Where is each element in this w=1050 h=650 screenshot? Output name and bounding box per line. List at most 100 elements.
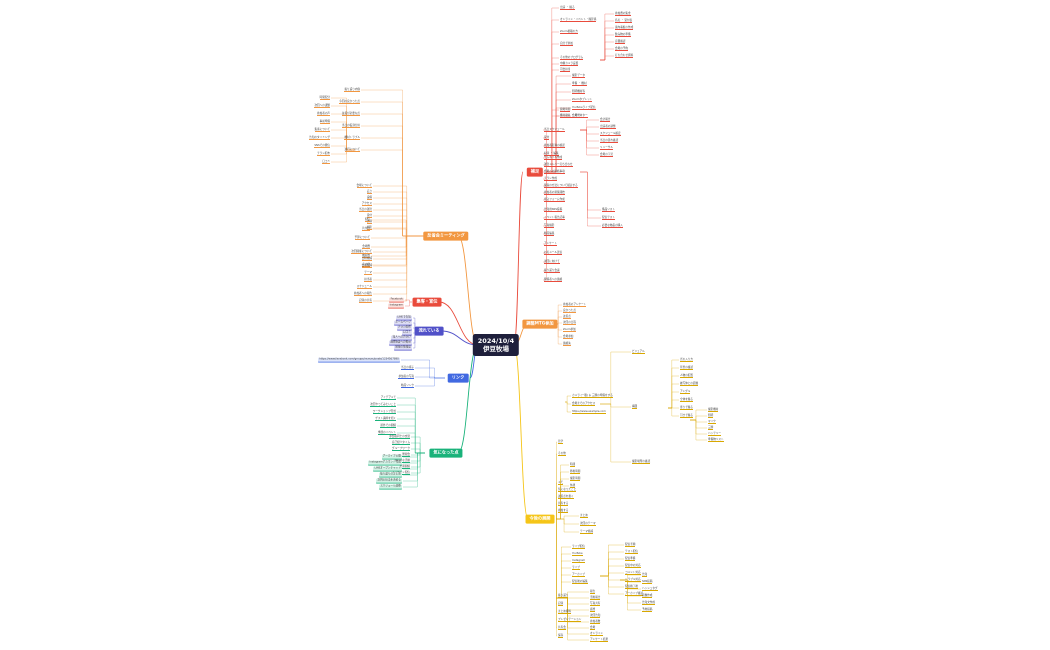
mindmap-node[interactable]: グループワーク xyxy=(391,447,410,451)
mindmap-node[interactable]: YouTube xyxy=(572,552,583,556)
mindmap-node[interactable]: 振り返りのまとめ xyxy=(378,472,402,478)
mindmap-node[interactable]: 飲み物の準備 xyxy=(615,33,631,37)
mindmap-node[interactable]: テーマ候補 xyxy=(580,530,593,534)
mindmap-node[interactable]: 次回のテーマ xyxy=(580,522,596,526)
mindmap-node[interactable]: 配信テスト xyxy=(602,216,615,220)
mindmap-node[interactable]: 撮影データ xyxy=(572,74,585,78)
mindmap-node[interactable]: マイク xyxy=(708,420,716,424)
mindmap-node[interactable]: 自分で参加 xyxy=(560,42,573,46)
mindmap-node[interactable]: 休憩 xyxy=(570,484,576,488)
mindmap-node[interactable]: 参加者数 xyxy=(590,620,601,624)
mindmap-node[interactable]: 集客の方法について検討する xyxy=(544,184,578,188)
mindmap-node[interactable]: 写真撮影 xyxy=(544,224,555,228)
mindmap-node[interactable]: 被写体との距離 xyxy=(680,382,699,386)
mindmap-node[interactable]: 会場候補 xyxy=(361,264,372,268)
mindmap-node[interactable]: 機材費 xyxy=(362,254,370,258)
mindmap-node[interactable]: 準備物リスト xyxy=(708,438,724,442)
mindmap-node[interactable]: YouTubeライブ配信 xyxy=(572,106,596,110)
mindmap-node[interactable]: 振り返り内容 xyxy=(344,88,360,92)
mindmap-node[interactable]: 事前準備 xyxy=(319,120,330,124)
mindmap-node[interactable]: 必要な物品の購入 xyxy=(602,224,623,228)
mindmap-node[interactable]: 季節のイベント xyxy=(377,431,396,435)
mindmap-node[interactable]: 会場費 xyxy=(362,245,370,249)
mindmap-node[interactable]: サムネイル作成 xyxy=(544,156,563,160)
mindmap-node[interactable]: オンライン xyxy=(590,632,603,636)
branch-future[interactable]: 今後の展開 xyxy=(525,514,555,524)
mindmap-node[interactable]: 次回に向けて xyxy=(544,260,560,264)
mindmap-node[interactable]: 撮影 xyxy=(366,226,372,230)
mindmap-node[interactable]: 告知文作成 xyxy=(642,601,655,605)
mindmap-node[interactable]: コメント対応 xyxy=(625,571,641,575)
mindmap-node[interactable]: ビジュアル xyxy=(632,350,645,354)
mindmap-node[interactable]: テーマ xyxy=(364,271,372,275)
mindmap-node[interactable]: 次回告知 xyxy=(590,614,601,618)
mindmap-node[interactable]: 近隣施設への掲示 xyxy=(388,340,412,346)
mindmap-node[interactable]: 会場参加 xyxy=(563,335,574,339)
mindmap-node[interactable]: 共有会 xyxy=(558,626,566,630)
mindmap-node[interactable]: https://www.example.com xyxy=(572,410,606,414)
mindmap-node[interactable]: 動画編集 xyxy=(544,232,555,236)
mindmap-node[interactable]: 会計報告 xyxy=(600,118,611,122)
mindmap-node[interactable]: 配信後の編集 xyxy=(572,580,588,584)
mindmap-node[interactable]: 配信終了後 xyxy=(625,585,638,589)
mindmap-node[interactable]: 継続的な活動 xyxy=(394,459,410,463)
mindmap-node[interactable]: 見学 xyxy=(558,440,564,444)
mindmap-node[interactable]: その他 xyxy=(362,263,370,267)
mindmap-node[interactable]: 打ち合わせ資料 xyxy=(615,54,634,58)
mindmap-node[interactable]: 懇親会 xyxy=(402,453,410,457)
mindmap-node[interactable]: アンケート結果 xyxy=(590,638,609,642)
mindmap-node[interactable]: アイデアメモ xyxy=(380,396,396,400)
mindmap-node[interactable]: 配信準備 xyxy=(625,557,636,561)
branch-rethink[interactable]: 反省会ミーティング xyxy=(423,231,469,241)
mindmap-node[interactable]: 出演 ・ 撮る xyxy=(560,6,575,10)
mindmap-node[interactable]: チラシ配布 xyxy=(317,152,330,156)
mindmap-node[interactable]: 次回の担当を決める xyxy=(376,478,402,484)
mindmap-node[interactable]: ホームページ xyxy=(394,320,412,326)
mindmap-node[interactable]: 音響確認 xyxy=(615,40,626,44)
mindmap-node[interactable]: アーカイブ公開 xyxy=(381,454,402,460)
mindmap-node[interactable]: 光の入り方 xyxy=(680,358,693,362)
mindmap-node[interactable]: 照明機材等 xyxy=(572,90,585,94)
mindmap-node[interactable]: LINEオープンチャット xyxy=(373,466,402,472)
mindmap-node[interactable]: 活動報告 xyxy=(590,596,601,600)
mindmap-node[interactable]: 予約投稿 xyxy=(642,608,653,612)
mindmap-node[interactable]: https://www.facebook.com/groups/xxxxxx/p… xyxy=(318,357,400,363)
mindmap-node[interactable]: 移動時間 xyxy=(570,470,581,474)
branch-shuuhou[interactable]: 集客・宣伝 xyxy=(412,297,442,307)
mindmap-node[interactable]: チラシ配布 xyxy=(396,325,412,331)
mindmap-node[interactable]: ハッシュタグ xyxy=(642,587,658,591)
mindmap-node[interactable]: アンケート xyxy=(544,242,557,246)
mindmap-node[interactable]: 日程候補 xyxy=(361,257,372,261)
mindmap-node[interactable]: 改善が必要な点 xyxy=(341,112,360,116)
mindmap-node[interactable]: 参加する xyxy=(558,509,569,513)
mindmap-node[interactable]: 司会担当 xyxy=(560,68,571,72)
mindmap-node[interactable]: チラシ作成 xyxy=(544,177,557,181)
mindmap-node[interactable]: 関係者への連絡 xyxy=(544,278,563,282)
mindmap-node[interactable]: 参加者名簿の確認 xyxy=(544,144,565,148)
mindmap-node[interactable]: リハーサル xyxy=(600,146,613,150)
mindmap-node[interactable]: 記録 xyxy=(558,602,564,606)
mindmap-node[interactable]: Zoom視聴の方 xyxy=(560,30,578,34)
mindmap-node[interactable]: 保存 xyxy=(558,634,564,638)
mindmap-node[interactable]: 参加者同士の交流 xyxy=(389,435,410,439)
mindmap-node[interactable]: 全体を撮る xyxy=(680,398,693,402)
mindmap-node[interactable]: 備品リスト xyxy=(602,208,615,212)
mindmap-node[interactable]: 会場の下見 xyxy=(600,153,613,157)
mindmap-node[interactable]: 改善点 xyxy=(563,315,571,319)
mindmap-node[interactable]: テスト配信 xyxy=(625,550,638,554)
mindmap-node[interactable]: 受付 xyxy=(366,214,372,218)
mindmap-node[interactable]: 会場 xyxy=(590,626,596,630)
mindmap-node[interactable]: 次回の日程 xyxy=(563,321,576,325)
mindmap-node[interactable]: 定期開催 xyxy=(399,465,410,469)
branch-nagare[interactable]: 流れている xyxy=(414,326,444,336)
mindmap-node[interactable]: 案内看板の作成 xyxy=(615,26,634,30)
mindmap-node[interactable]: SNSでの発信 xyxy=(314,144,330,148)
branch-okotta[interactable]: 気になった点 xyxy=(429,448,463,458)
mindmap-node[interactable]: カメラ (一眼) ＆ 三脚の準備をする xyxy=(572,394,613,398)
mindmap-node[interactable]: 地域の情報誌 xyxy=(394,345,412,351)
mindmap-node[interactable]: 口コミ xyxy=(322,160,330,164)
mindmap-node[interactable]: ゲスト講師を招く xyxy=(375,417,396,421)
mindmap-node[interactable]: 集客について xyxy=(314,128,330,132)
mindmap-node[interactable]: 自己紹介タイム xyxy=(391,441,410,445)
mindmap-node[interactable]: 感想 xyxy=(590,608,596,612)
